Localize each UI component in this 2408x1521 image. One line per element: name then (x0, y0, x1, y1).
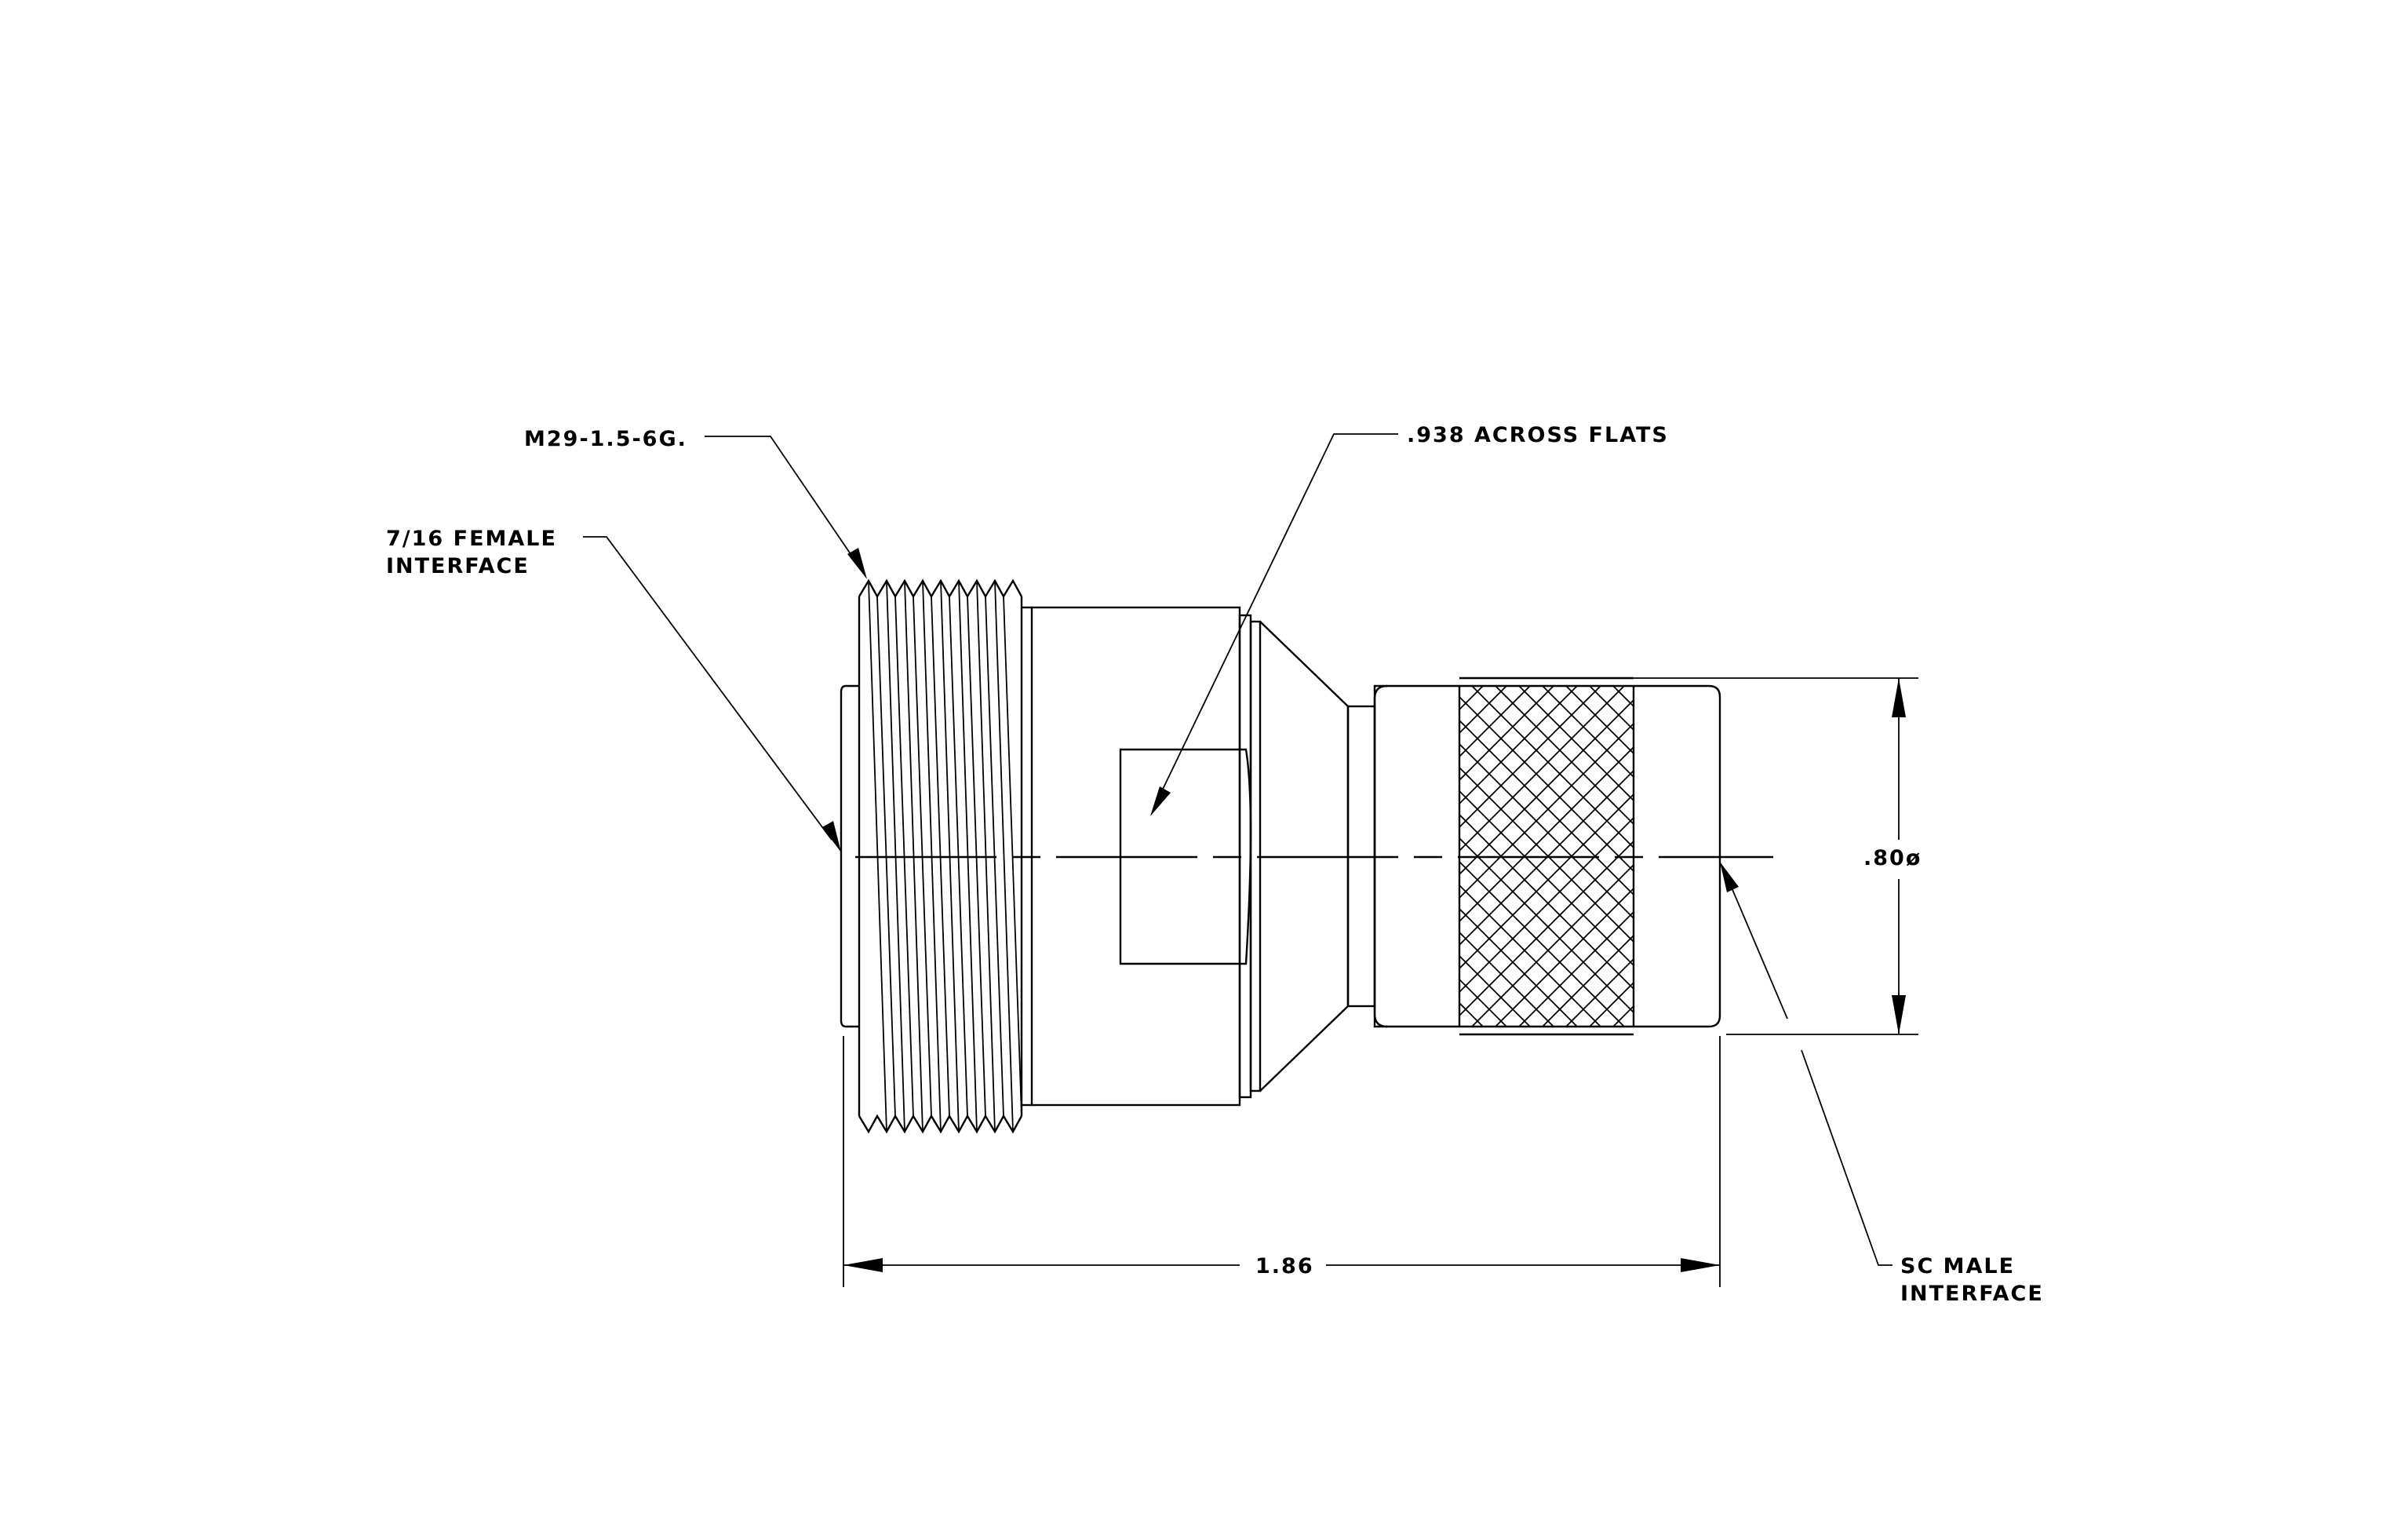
flats-callout: .938 ACROSS FLATS (1407, 423, 1669, 447)
knurl-line (1459, 907, 1578, 1027)
knurl-line (1919, 686, 2260, 1027)
knurl-line (1754, 686, 2095, 1027)
knurl-line (1471, 863, 1634, 1027)
knurl-line (1943, 686, 2283, 1027)
leader-lines (583, 433, 1893, 1266)
thread-callout: M29-1.5-6G. (524, 427, 687, 451)
knurl-line (1896, 686, 2236, 1027)
knurl-line (1542, 686, 1634, 779)
knurl-line (1459, 686, 1531, 758)
knurl-line (1542, 934, 1634, 1027)
knurl-line (1754, 686, 2095, 1027)
knurl-line (1495, 887, 1634, 1027)
knurl-line (1518, 910, 1634, 1027)
knurl-line (1459, 686, 1625, 852)
knurl-line (1801, 686, 2142, 1027)
knurl-line (1872, 686, 2213, 1027)
knurl-line (1518, 686, 1634, 802)
length-dimension: 1.86 (1255, 1254, 1314, 1278)
knurl-line (1459, 686, 1578, 805)
knurl-line (1565, 957, 1634, 1027)
knurl-line (1966, 686, 2307, 1027)
diameter-dimension: .80ø (1863, 846, 1922, 870)
knurl-line (1459, 931, 1554, 1027)
dimension-geometry (843, 677, 1918, 1287)
knurl-line (1459, 686, 1601, 829)
knurl-line (1966, 686, 2307, 1027)
knurl-line (1896, 686, 2236, 1027)
knurl-line (1801, 686, 2142, 1027)
knurl-line (1459, 884, 1601, 1027)
knurl-line (1471, 686, 1634, 849)
knurl-line (1459, 954, 1531, 1027)
knurl-line (1565, 686, 1634, 755)
female-callout-line1: 7/16 FEMALE (386, 527, 557, 551)
sc-callout-line1: SC MALE (1900, 1254, 2015, 1278)
knurl-line (1495, 686, 1634, 826)
knurl-line (1872, 686, 2213, 1027)
knurl-line (1459, 686, 1554, 782)
knurl-line (1919, 686, 2260, 1027)
female-callout-line2: INTERFACE (386, 554, 530, 578)
knurl-line (1943, 686, 2283, 1027)
sc-callout-line2: INTERFACE (1900, 1282, 2044, 1306)
knurl-line (1778, 686, 2118, 1027)
knurl-line (1459, 860, 1625, 1027)
knurl-line (1778, 686, 2118, 1027)
